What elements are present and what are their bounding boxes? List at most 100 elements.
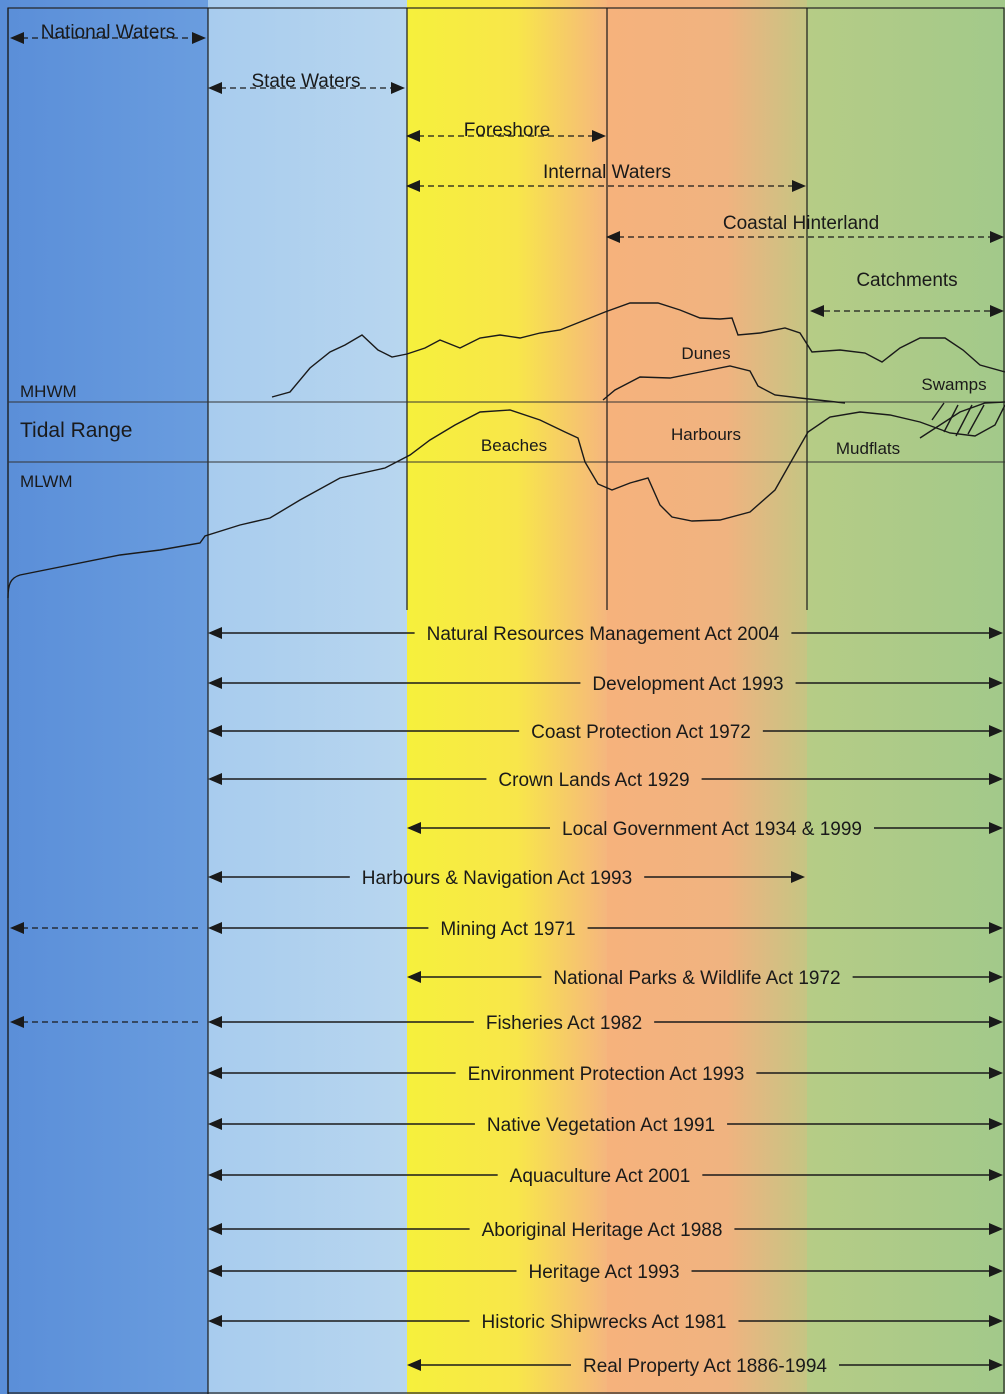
arrow-head-left (208, 1067, 222, 1079)
arrow-head-left (606, 231, 620, 243)
zone-label-internal: Internal Waters (543, 162, 671, 183)
zone-label-national: National Waters (41, 22, 175, 43)
act-row: Fisheries Act 1982 (10, 1013, 1003, 1034)
arrow-head-left (208, 922, 222, 934)
arrow-head-right (989, 773, 1003, 785)
act-label: Historic Shipwrecks Act 1981 (482, 1312, 727, 1333)
hatch-mark (931, 402, 945, 421)
hatch-mark (967, 404, 985, 435)
swamp-outline (919, 401, 1005, 439)
band-hinterland (807, 0, 1005, 1394)
act-label: Harbours & Navigation Act 1993 (362, 868, 632, 889)
arrow-head-left (208, 627, 222, 639)
arrow-head-right (990, 231, 1004, 243)
arrow-head-right (791, 871, 805, 883)
feature-swamps: Swamps (921, 375, 986, 394)
act-row: Crown Lands Act 1929 (208, 770, 1003, 791)
arrow-head-left (208, 82, 222, 94)
hatch-mark (943, 404, 959, 433)
arrow-head-left (208, 1169, 222, 1181)
zone-internal-waters: Internal Waters (406, 162, 806, 192)
band-internal-waters (607, 0, 807, 1394)
act-row: Development Act 1993 (208, 674, 1003, 695)
arrow-head-left (208, 1016, 222, 1028)
arrow-head-left (208, 1118, 222, 1130)
act-label: Real Property Act 1886-1994 (583, 1356, 827, 1377)
arrow-head-right (989, 725, 1003, 737)
zone-state-waters: State Waters (208, 71, 405, 94)
act-row: Environment Protection Act 1993 (208, 1064, 1003, 1085)
zone-label-catchments: Catchments (856, 270, 957, 291)
zone-national-waters: National Waters (10, 22, 206, 44)
arrow-head-left (208, 871, 222, 883)
arrow-head-left (10, 32, 24, 44)
act-label: Environment Protection Act 1993 (468, 1064, 745, 1085)
arrow-head-right (989, 1118, 1003, 1130)
act-label: Heritage Act 1993 (528, 1262, 679, 1283)
act-row: Real Property Act 1886-1994 (407, 1356, 1003, 1377)
arrow-head-left (406, 130, 420, 142)
arrow-head-right (192, 32, 206, 44)
arrow-head-right (989, 1067, 1003, 1079)
band-national-waters (0, 0, 208, 1394)
act-row: Historic Shipwrecks Act 1981 (208, 1312, 1003, 1333)
arrow-head-right (989, 677, 1003, 689)
arrow-head-right (989, 822, 1003, 834)
arrow-head-right (989, 1359, 1003, 1371)
feature-beaches: Beaches (481, 436, 547, 455)
arrow-head-right (989, 971, 1003, 983)
act-label: Native Vegetation Act 1991 (487, 1115, 715, 1136)
act-label: Fisheries Act 1982 (486, 1013, 642, 1034)
arrow-head-right (989, 1265, 1003, 1277)
act-row: Harbours & Navigation Act 1993 (208, 868, 805, 889)
act-label: Coast Protection Act 1972 (531, 722, 751, 743)
arrow-head-right (989, 627, 1003, 639)
arrow-head-right (989, 1223, 1003, 1235)
arrow-head-left (208, 1223, 222, 1235)
act-row: Heritage Act 1993 (208, 1262, 1003, 1283)
arrow-head-right (989, 1315, 1003, 1327)
act-label: Mining Act 1971 (440, 919, 575, 940)
zone-foreshore: Foreshore (406, 120, 606, 142)
act-label: Aquaculture Act 2001 (510, 1166, 691, 1187)
zone-label-hinterland: Coastal Hinterland (723, 213, 879, 234)
act-row: National Parks & Wildlife Act 1972 (407, 968, 1003, 989)
act-label: Local Government Act 1934 & 1999 (562, 819, 862, 840)
feature-dunes: Dunes (681, 344, 730, 363)
arrow-head-right (989, 922, 1003, 934)
tidal-range-label: Tidal Range (20, 419, 132, 442)
arrow-head-right (391, 82, 405, 94)
arrow-head-left (208, 773, 222, 785)
feature-harbours: Harbours (671, 425, 741, 444)
band-state-waters (208, 0, 407, 1394)
arrow-head-left (208, 725, 222, 737)
arrow-head-right (592, 130, 606, 142)
harbour-dune-profile (602, 365, 846, 404)
act-row: Local Government Act 1934 & 1999 (407, 819, 1003, 840)
arrow-head-left (208, 1315, 222, 1327)
mlwm-label: MLWM (20, 472, 73, 491)
zone-coastal-hinterland: Coastal Hinterland (606, 213, 1004, 243)
swamp-hatching (931, 402, 985, 437)
act-label: Natural Resources Management Act 2004 (427, 624, 780, 645)
zone-label-foreshore: Foreshore (464, 120, 551, 141)
zone-catchments: Catchments (810, 270, 1004, 317)
act-row: Native Vegetation Act 1991 (208, 1115, 1003, 1136)
zone-label-state: State Waters (251, 71, 360, 92)
arrow-head-right (989, 1016, 1003, 1028)
dune-profile (271, 302, 1005, 398)
hatch-mark (955, 404, 973, 437)
arrow-head-right (989, 1169, 1003, 1181)
band-foreshore (407, 0, 607, 1394)
arrow-head-left (208, 1265, 222, 1277)
act-row: Aboriginal Heritage Act 1988 (208, 1220, 1003, 1241)
act-label: National Parks & Wildlife Act 1972 (553, 968, 840, 989)
act-row: Natural Resources Management Act 2004 (208, 624, 1003, 645)
seabed-profile (7, 404, 1005, 599)
mhwm-label: MHWM (20, 382, 77, 401)
act-label: Aboriginal Heritage Act 1988 (482, 1220, 723, 1241)
arrow-head-right (792, 180, 806, 192)
arrow-head-left (407, 822, 421, 834)
